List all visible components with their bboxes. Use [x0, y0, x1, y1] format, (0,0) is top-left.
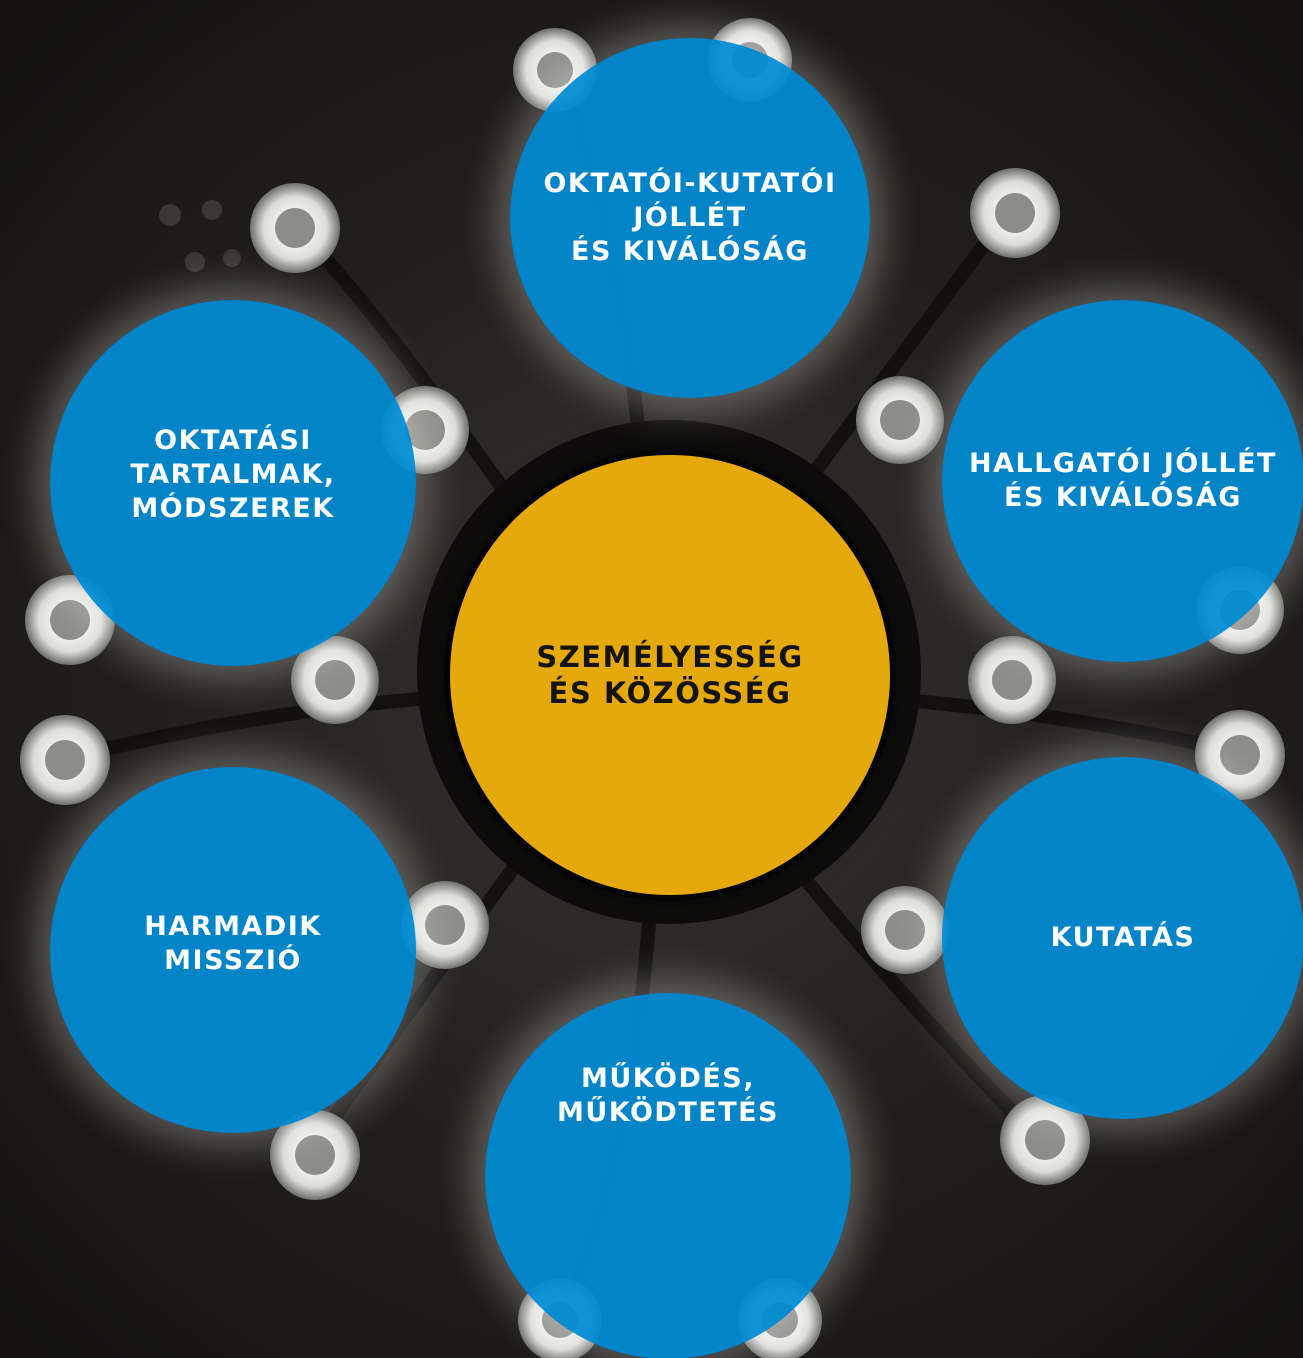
node-bottom-left-label: HARMADIK MISSZIÓ: [144, 911, 322, 976]
center-node-label: SZEMÉLYESSÉG ÉS KÖZÖSSÉG: [536, 640, 804, 710]
node-bottom-left: HARMADIK MISSZIÓ: [50, 767, 416, 1133]
node-bottom-label: MŰKÖDÉS, MŰKÖDTETÉS: [556, 1063, 780, 1128]
node-top-right: HALLGATÓI JÓLLÉT ÉS KIVÁLÓSÁG: [942, 300, 1303, 662]
node-top-left: OKTATÁSI TARTALMAK, MÓDSZEREK: [50, 300, 416, 666]
node-bottom-right-label: KUTATÁS: [1050, 922, 1196, 953]
node-bottom-right: KUTATÁS: [942, 757, 1303, 1119]
node-top: OKTATÓI-KUTATÓI JÓLLÉT ÉS KIVÁLÓSÁG: [510, 38, 870, 398]
center-node: SZEMÉLYESSÉG ÉS KÖZÖSSÉG: [450, 455, 890, 895]
node-top-left-label: OKTATÁSI TARTALMAK, MÓDSZEREK: [130, 425, 336, 524]
node-bottom: MŰKÖDÉS, MŰKÖDTETÉS: [485, 993, 851, 1358]
node-top-right-label: HALLGATÓI JÓLLÉT ÉS KIVÁLÓSÁG: [969, 448, 1277, 513]
node-top-label: OKTATÓI-KUTATÓI JÓLLÉT ÉS KIVÁLÓSÁG: [543, 168, 837, 267]
